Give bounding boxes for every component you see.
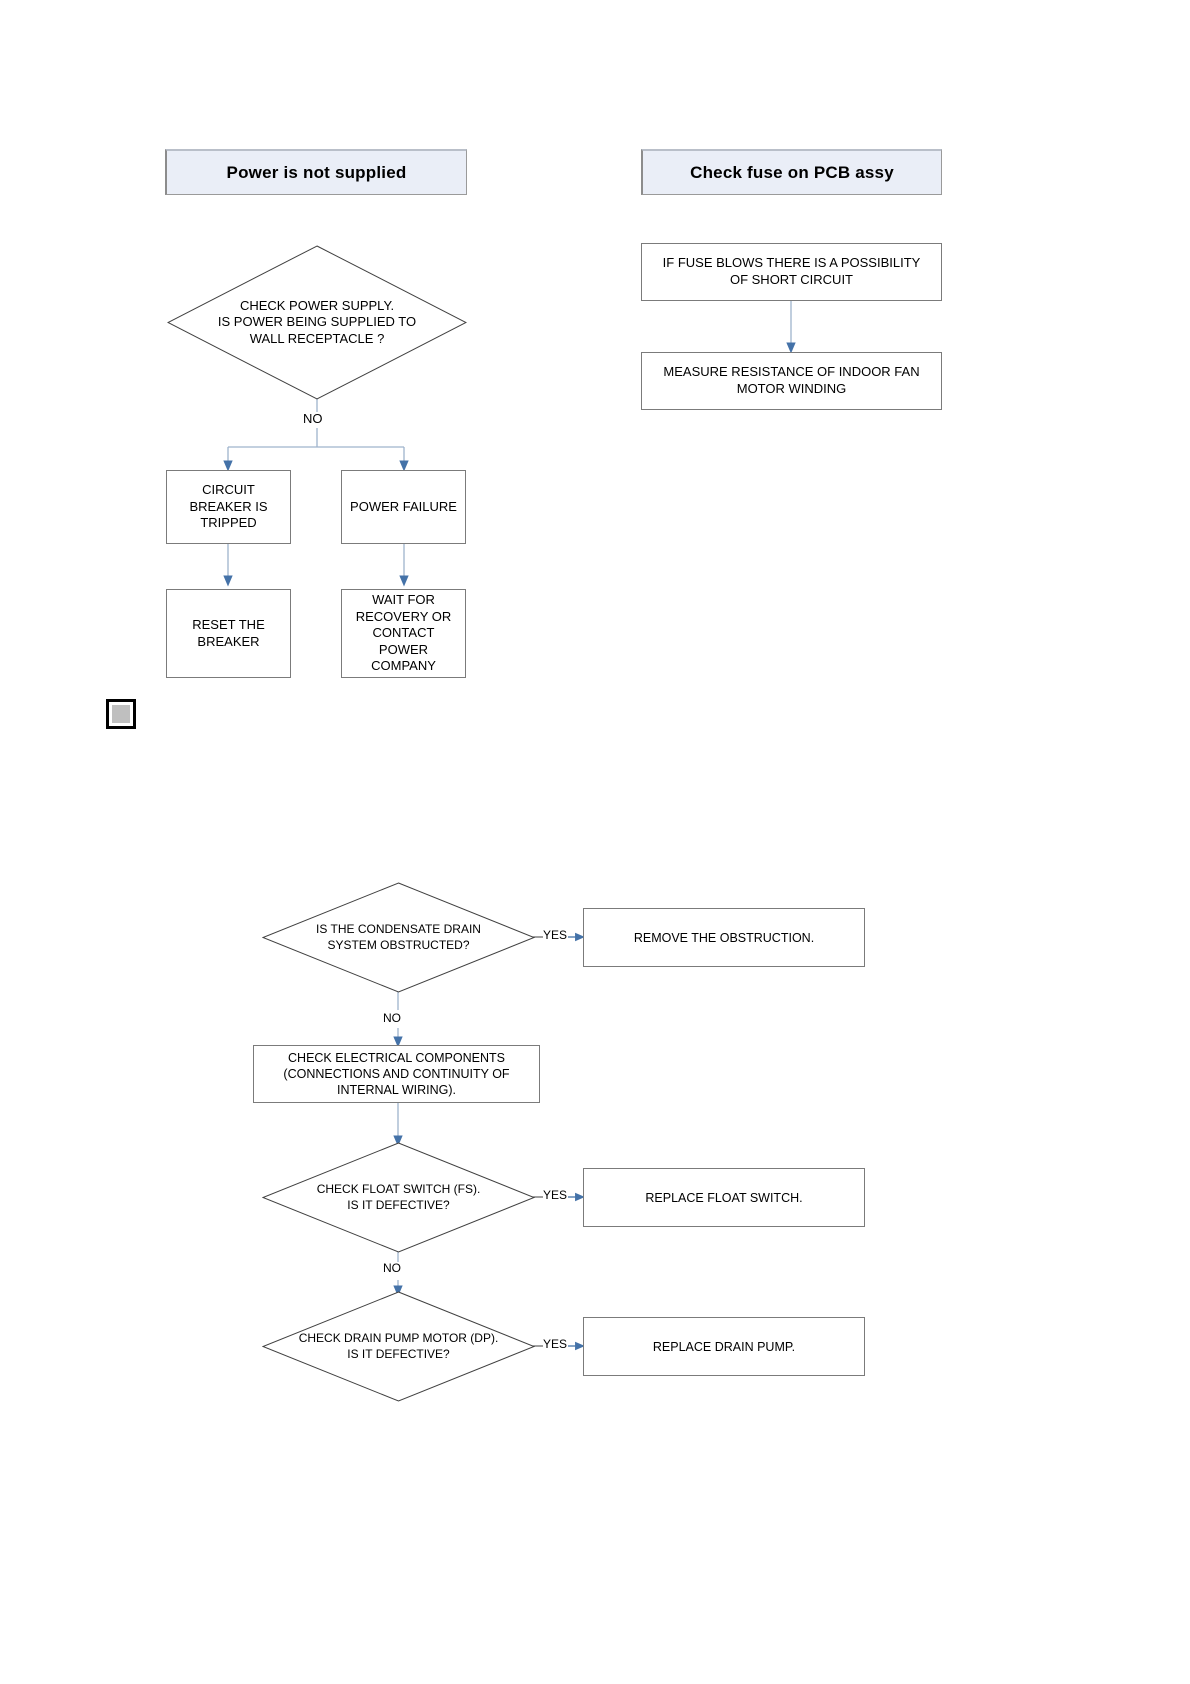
box-measure-resistance: MEASURE RESISTANCE OF INDOOR FAN MOTOR W… xyxy=(641,352,942,410)
gray-square-inner xyxy=(111,704,131,724)
decision-check-drain-pump-motor: CHECK DRAIN PUMP MOTOR (DP). IS IT DEFEC… xyxy=(262,1291,535,1402)
box-reset-the-breaker: RESET THE BREAKER xyxy=(166,589,291,678)
box-line-4: POWER xyxy=(378,641,429,657)
box-line-2: OF SHORT CIRCUIT xyxy=(729,272,853,287)
branch-label-yes-float-switch: YES xyxy=(543,1188,568,1202)
header-power-not-supplied: Power is not supplied xyxy=(165,149,467,195)
box-replace-drain-pump: REPLACE DRAIN PUMP. xyxy=(583,1317,865,1376)
box-line-1: IF FUSE BLOWS THERE IS A POSSIBILITY xyxy=(662,255,921,271)
decision-check-float-switch: CHECK FLOAT SWITCH (FS). IS IT DEFECTIVE… xyxy=(262,1142,535,1253)
branch-label-no-condensate: NO xyxy=(383,1011,401,1025)
box-line-2: MOTOR WINDING xyxy=(736,381,847,396)
branch-label-yes-condensate: YES xyxy=(543,928,568,942)
box-line-1: CHECK ELECTRICAL COMPONENTS xyxy=(288,1051,505,1065)
box-wait-for-recovery: WAIT FOR RECOVERY OR CONTACT POWER COMPA… xyxy=(341,589,466,678)
box-line-1: CIRCUIT xyxy=(202,482,255,498)
box-if-fuse-blows: IF FUSE BLOWS THERE IS A POSSIBILITY OF … xyxy=(641,243,942,301)
box-line-1: MEASURE RESISTANCE OF INDOOR FAN xyxy=(663,364,920,380)
box-line-2: BREAKER xyxy=(197,633,260,649)
branch-label-yes-drain-pump: YES xyxy=(543,1337,568,1351)
box-line-3: INTERNAL WIRING). xyxy=(337,1083,456,1097)
box-line-5: COMPANY xyxy=(371,658,436,674)
branch-label-no-power: NO xyxy=(303,411,323,426)
box-line-3: TRIPPED xyxy=(200,515,257,531)
box-replace-float-switch: REPLACE FLOAT SWITCH. xyxy=(583,1168,865,1227)
gray-square-marker-icon xyxy=(106,699,136,729)
header-check-fuse-on-pcb-assy: Check fuse on PCB assy xyxy=(641,149,942,195)
box-check-electrical-components: CHECK ELECTRICAL COMPONENTS (CONNECTIONS… xyxy=(253,1045,540,1103)
box-line-2: RECOVERY OR xyxy=(355,608,452,624)
box-line-2: BREAKER IS xyxy=(189,498,268,514)
box-line-3: CONTACT xyxy=(372,625,435,641)
box-line-1: RESET THE xyxy=(192,616,265,632)
box-line-2: (CONNECTIONS AND CONTINUITY OF xyxy=(283,1067,510,1081)
decision-check-power-supply: CHECK POWER SUPPLY. IS POWER BEING SUPPL… xyxy=(167,245,467,400)
box-line-1: WAIT FOR xyxy=(372,591,435,607)
box-remove-the-obstruction: REMOVE THE OBSTRUCTION. xyxy=(583,908,865,967)
decision-condensate-drain-obstructed: IS THE CONDENSATE DRAIN SYSTEM OBSTRUCTE… xyxy=(262,882,535,993)
box-power-failure: POWER FAILURE xyxy=(341,470,466,544)
box-circuit-breaker-tripped: CIRCUIT BREAKER IS TRIPPED xyxy=(166,470,291,544)
conn-decision-to-branch xyxy=(223,398,409,472)
branch-label-no-float-switch: NO xyxy=(383,1261,401,1275)
